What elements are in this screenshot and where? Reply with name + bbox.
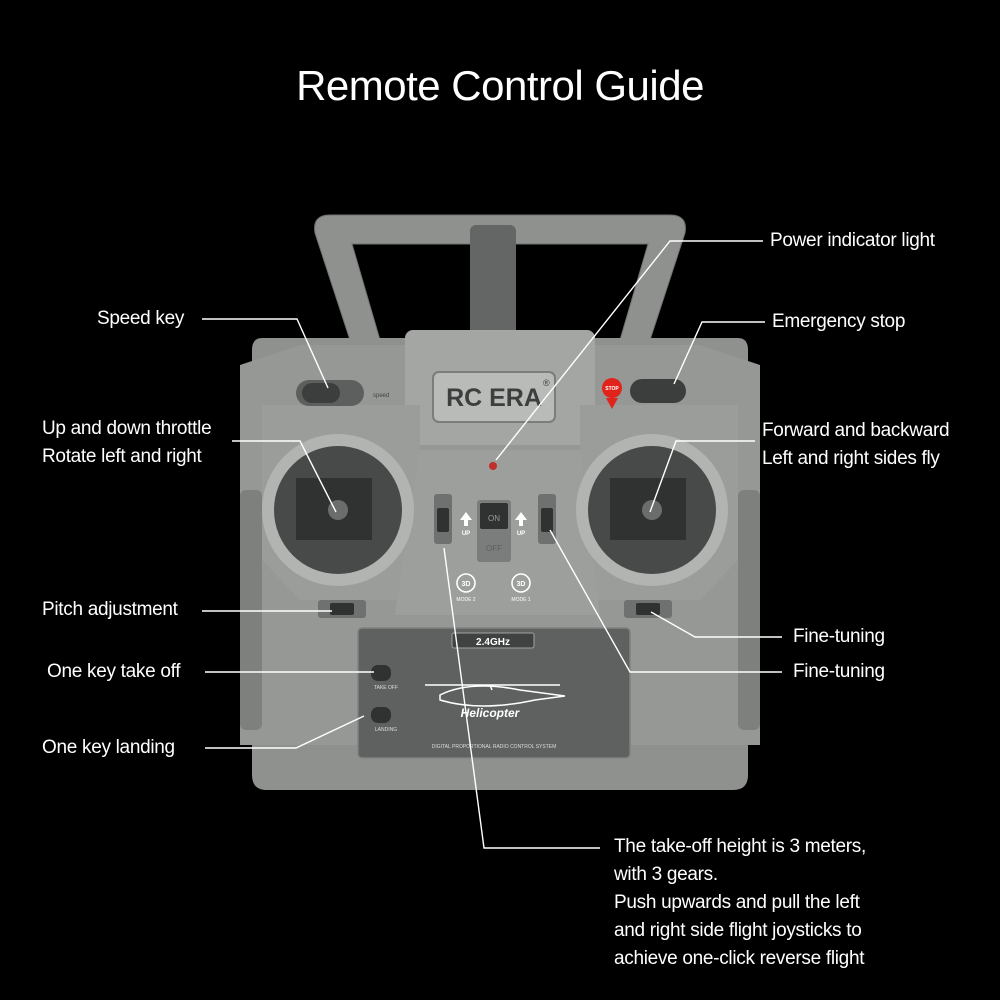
mode1-label: MODE 1 [511, 597, 530, 603]
pitch-adjustment-switch[interactable] [330, 603, 354, 615]
up-label-right: UP [517, 531, 525, 537]
fine-1-line [650, 611, 782, 638]
speed-key-line [202, 318, 329, 389]
speed-small-label: speed [373, 393, 389, 399]
fine-tuning-switch[interactable] [636, 603, 660, 615]
stop-arrow-icon [606, 398, 618, 409]
throttle-line [232, 440, 337, 513]
mode2-badge-text: 3D [462, 581, 471, 588]
label-fine-2: Fine-tuning [793, 661, 885, 682]
landing-button[interactable] [371, 707, 391, 723]
stop-icon [602, 378, 622, 398]
note-line [443, 547, 600, 849]
left-trim-switch[interactable] [437, 508, 449, 532]
label-throttle-1: Up and down throttle [42, 418, 212, 439]
right-grip [738, 490, 760, 730]
stop-label: STOP [605, 386, 619, 392]
power-switch[interactable] [480, 503, 508, 529]
page-title: Remote Control Guide [296, 62, 704, 109]
power-indicator-light [489, 462, 497, 470]
mode1-badge-text: 3D [517, 581, 526, 588]
label-forward-2: Left and right sides fly [762, 448, 940, 469]
label-emergency: Emergency stop [772, 311, 906, 332]
band-label: 2.4GHz [476, 637, 510, 648]
emergency-stop-button[interactable] [630, 379, 686, 403]
mode1-badge-icon [511, 573, 531, 593]
left-grip [240, 490, 262, 730]
brand-logo: RC ERA [446, 384, 542, 412]
forward-line [649, 440, 755, 513]
right-joystick-stick[interactable] [642, 500, 662, 520]
label-fine-1: Fine-tuning [793, 626, 885, 647]
band-plate [451, 632, 535, 649]
label-throttle-2: Rotate left and right [42, 446, 202, 467]
mode2-label: MODE 2 [456, 597, 475, 603]
landing-small-label: LANDING [375, 727, 397, 733]
reverse-flight-note: The take-off height is 3 meters, with 3 … [614, 836, 866, 969]
speed-key-switch[interactable] [302, 383, 340, 403]
up-arrow-left-icon [460, 512, 472, 526]
label-landing: One key landing [42, 737, 175, 758]
take-off-small-label: TAKE OFF [374, 685, 398, 691]
logo-plate [432, 371, 556, 423]
label-power: Power indicator light [770, 230, 935, 251]
mode2-badge-icon [456, 573, 476, 593]
emergency-line [673, 321, 765, 385]
callout-lines [202, 240, 782, 849]
system-label: DIGITAL PROPORTIONAL RADIO CONTROL SYSTE… [432, 744, 557, 750]
take-off-button[interactable] [371, 665, 391, 681]
bottom-panel [357, 627, 631, 759]
label-take-off: One key take off [47, 661, 181, 682]
antenna [470, 225, 516, 340]
helicopter-icon [425, 684, 566, 707]
off-label: OFF [486, 544, 502, 553]
label-speed-key: Speed key [97, 308, 185, 329]
right-trim-switch[interactable] [541, 508, 553, 532]
landing-line [205, 715, 365, 749]
power-line [495, 240, 763, 461]
on-label: ON [488, 514, 500, 523]
up-arrow-right-icon [515, 512, 527, 526]
registered-mark: ® [543, 378, 550, 388]
label-pitch: Pitch adjustment [42, 599, 178, 620]
label-forward-1: Forward and backward [762, 420, 950, 441]
up-label-left: UP [462, 531, 470, 537]
fine-2-line [549, 529, 782, 673]
model-label: Helicopter [461, 706, 521, 720]
